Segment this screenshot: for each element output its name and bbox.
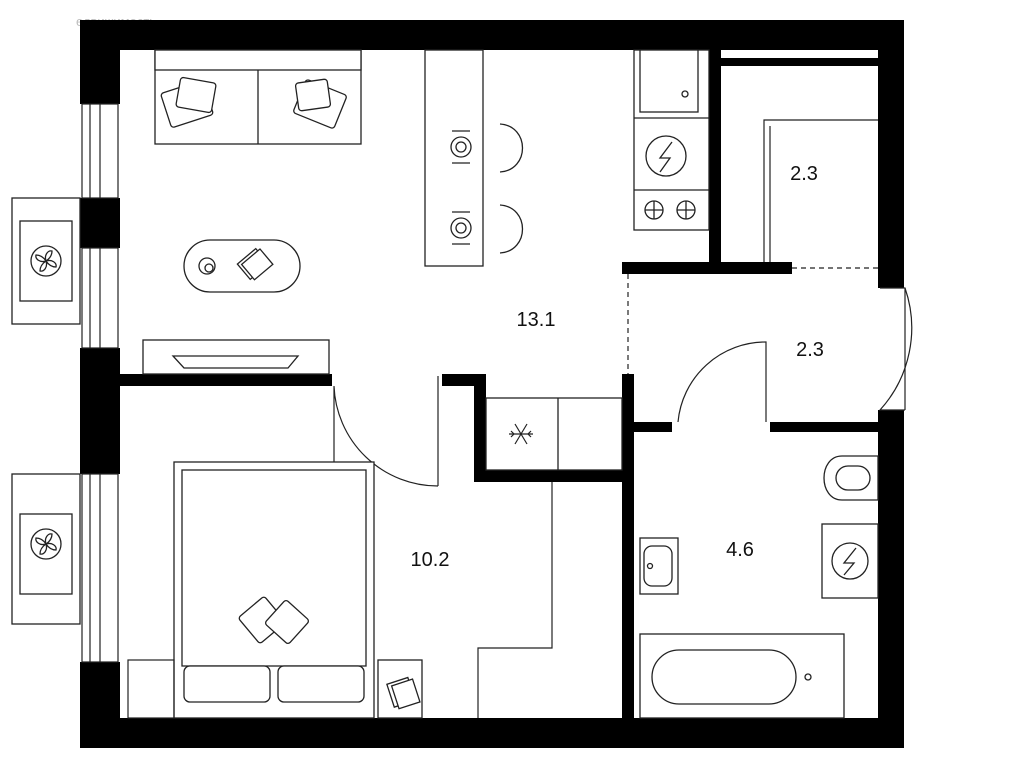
- pillow-icon: [294, 78, 332, 112]
- bed: [173, 461, 375, 719]
- pillow-icon: [264, 599, 310, 645]
- coffee-table: [183, 239, 301, 293]
- bathtub: [639, 633, 845, 719]
- chair: [499, 123, 523, 173]
- kitchen: [633, 49, 710, 231]
- wardrobe: [477, 482, 553, 718]
- doors: [333, 267, 913, 487]
- room-area-bedroom: 10.2: [411, 549, 450, 571]
- pillow-icon: [175, 76, 217, 114]
- fan-icon: [30, 528, 62, 560]
- fan-icon: [30, 245, 62, 277]
- plate-icon: [450, 130, 472, 245]
- ac-unit-top: [11, 197, 81, 325]
- room-area-closet: 2.3: [790, 163, 818, 185]
- room-area-living: 13.1: [517, 309, 556, 331]
- bedside-table: [377, 659, 423, 719]
- washing-machine-icon: [821, 523, 879, 599]
- ac-unit-bottom: [11, 473, 81, 625]
- area-labels: 13.1 10.2 2.3 2.3 4.6: [411, 163, 824, 571]
- cup-icon: [198, 257, 216, 275]
- walls: [80, 20, 904, 748]
- book-icon: [236, 247, 274, 281]
- snowflake-icon: [509, 423, 533, 445]
- closet-shelf: [763, 119, 878, 262]
- fridge: [485, 397, 623, 471]
- room-area-bathroom: 4.6: [726, 539, 754, 561]
- sofa: [154, 49, 362, 145]
- book-icon: [386, 676, 421, 710]
- windows: [81, 103, 119, 663]
- bedroom-cabinet: [127, 659, 175, 719]
- electric-stove-icon: [644, 200, 696, 220]
- room-area-hallway: 2.3: [796, 339, 824, 361]
- washbasin: [639, 537, 679, 595]
- dining-counter: [424, 49, 523, 267]
- washing-machine-icon: [645, 135, 687, 177]
- bathroom-fixtures: [639, 455, 879, 719]
- tv-stand: [142, 339, 330, 375]
- toilet: [823, 455, 879, 501]
- sink: [639, 49, 699, 113]
- chair: [499, 204, 523, 254]
